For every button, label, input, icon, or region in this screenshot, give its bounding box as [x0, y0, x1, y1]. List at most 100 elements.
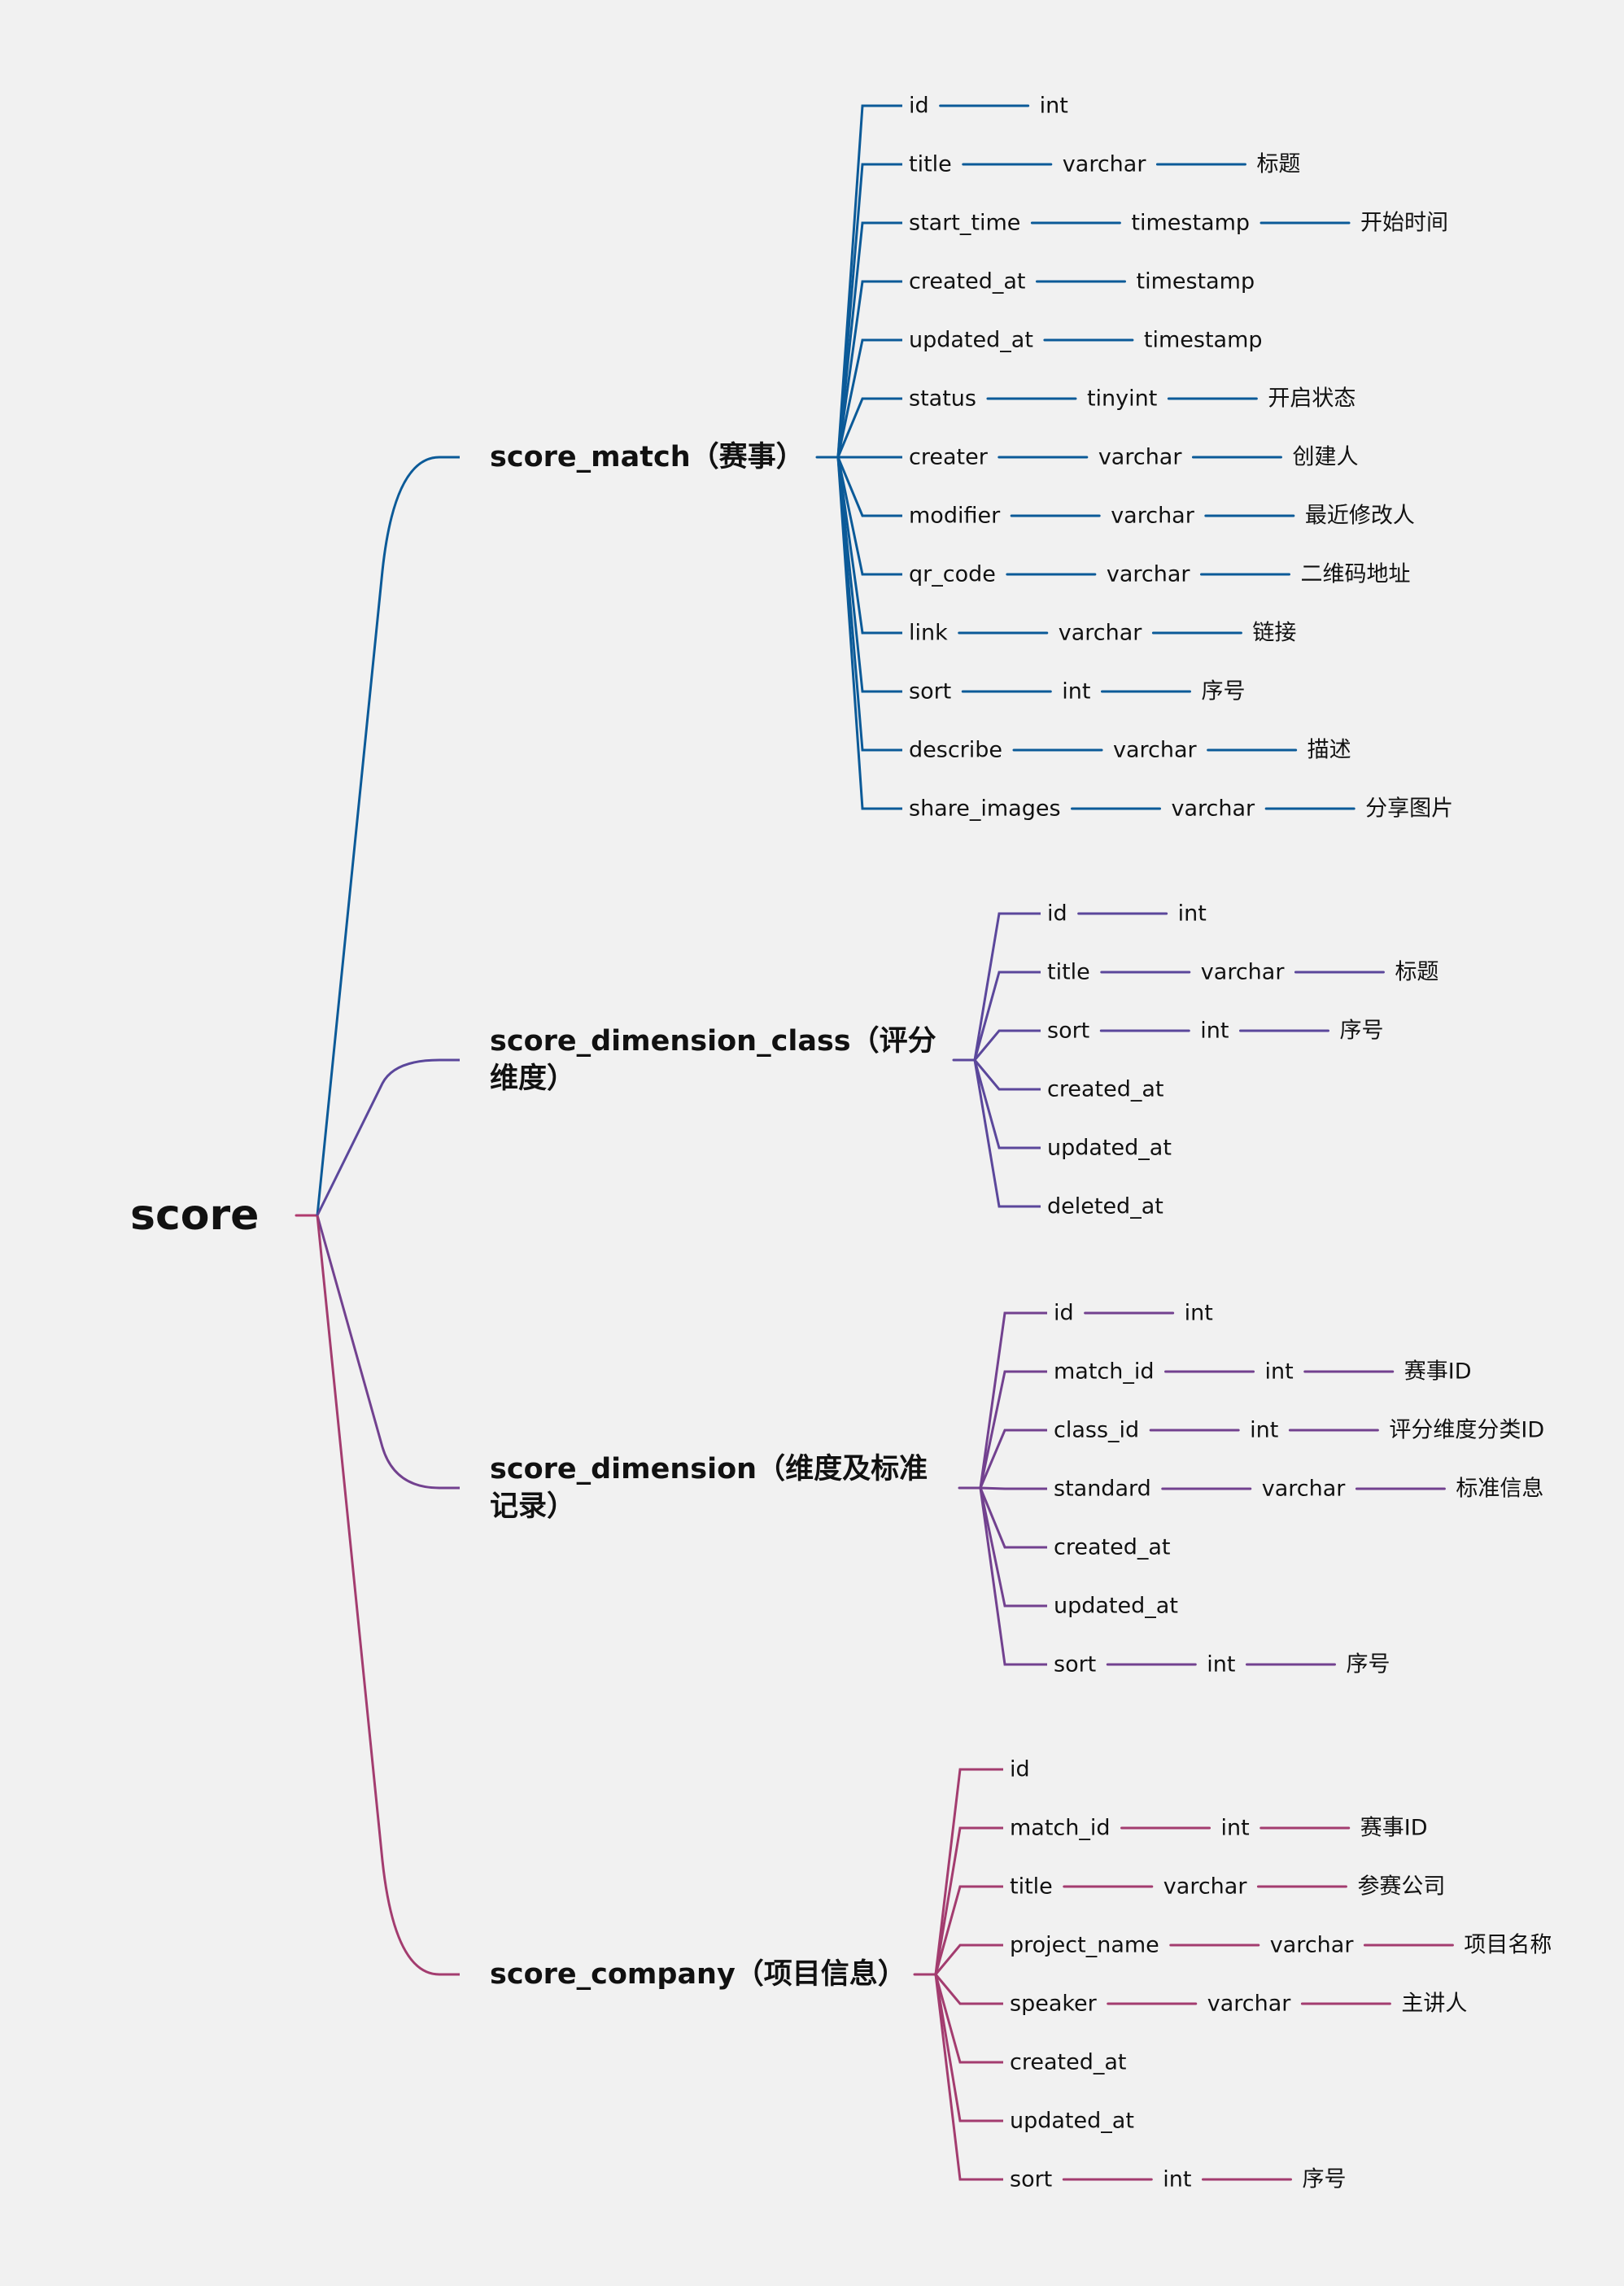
field-comment[interactable]: 主讲人 [1401, 1991, 1468, 2017]
table-node-1[interactable]: score_dimension_class（评分维度） [490, 1024, 936, 1095]
field-name[interactable]: id [1010, 1756, 1030, 1782]
field-comment[interactable]: 序号 [1346, 1651, 1390, 1677]
field-branch-line [979, 1311, 1047, 1489]
field-name[interactable]: updated_at [1010, 2108, 1134, 2134]
field-name[interactable]: created_at [909, 268, 1026, 294]
field-name[interactable]: created_at [1010, 2049, 1127, 2075]
field-name[interactable]: share_images [909, 796, 1061, 822]
field-comment[interactable]: 开启状态 [1268, 386, 1356, 412]
root-to-table-line [316, 456, 460, 1216]
field-type[interactable]: varchar [1207, 1991, 1291, 2017]
field-comment[interactable]: 序号 [1201, 678, 1246, 705]
field-comment[interactable]: 评分维度分类ID [1389, 1417, 1545, 1443]
field-comment[interactable]: 序号 [1302, 2166, 1347, 2192]
field-type[interactable]: timestamp [1131, 210, 1251, 236]
field-name[interactable]: project_name [1010, 1932, 1159, 1958]
field-comment[interactable]: 二维码地址 [1300, 561, 1411, 587]
field-name[interactable]: creater [909, 444, 988, 470]
field-comment[interactable]: 标题 [1256, 151, 1301, 177]
field-type[interactable]: varchar [1113, 737, 1197, 763]
field-name[interactable]: deleted_at [1047, 1193, 1163, 1219]
field-comment[interactable]: 赛事ID [1360, 1815, 1428, 1841]
field-name[interactable]: title [909, 151, 952, 177]
field-name[interactable]: id [909, 93, 929, 119]
field-type[interactable]: int [1039, 93, 1068, 119]
field-type[interactable]: varchar [1058, 620, 1142, 646]
field-type[interactable]: int [1220, 1815, 1250, 1841]
field-name[interactable]: modifier [909, 503, 1001, 529]
field-type[interactable]: int [1207, 1651, 1236, 1677]
field-branch-line [979, 1370, 1047, 1489]
field-branch-line [979, 1487, 1047, 1608]
field-type[interactable]: tinyint [1086, 386, 1158, 412]
field-name[interactable]: sort [1047, 1018, 1090, 1044]
field-branch-line [836, 456, 902, 693]
field-type[interactable]: varchar [1163, 1874, 1247, 1900]
field-name[interactable]: created_at [1047, 1076, 1164, 1102]
field-name[interactable]: title [1047, 959, 1090, 985]
field-type[interactable]: varchar [1098, 444, 1182, 470]
root-node[interactable]: score [130, 1191, 260, 1240]
field-name[interactable]: qr_code [909, 561, 996, 587]
field-name[interactable]: sort [1054, 1651, 1097, 1677]
field-comment[interactable]: 序号 [1339, 1018, 1384, 1044]
field-name[interactable]: id [1054, 1300, 1074, 1326]
field-name[interactable]: status [909, 386, 976, 412]
field-type[interactable]: varchar [1062, 151, 1146, 177]
field-type[interactable]: int [1062, 678, 1091, 705]
field-name[interactable]: sort [909, 678, 952, 705]
field-name[interactable]: describe [909, 737, 1003, 763]
field-name[interactable]: match_id [1054, 1359, 1155, 1385]
field-name[interactable]: class_id [1054, 1417, 1140, 1443]
field-type[interactable]: int [1163, 2166, 1192, 2192]
field-name[interactable]: match_id [1010, 1815, 1111, 1841]
field-name[interactable]: created_at [1054, 1534, 1171, 1560]
field-type[interactable]: varchar [1261, 1476, 1346, 1502]
field-name[interactable]: sort [1010, 2166, 1053, 2192]
field-type[interactable]: int [1200, 1018, 1229, 1044]
field-type[interactable]: varchar [1171, 796, 1255, 822]
root-to-table-line [316, 1058, 460, 1216]
field-type[interactable]: varchar [1111, 503, 1194, 529]
field-comment[interactable]: 标准信息 [1456, 1476, 1544, 1502]
field-name[interactable]: title [1010, 1874, 1053, 1900]
field-type[interactable]: timestamp [1143, 327, 1263, 353]
field-branch-line [934, 1885, 1003, 1975]
field-comment[interactable]: 描述 [1307, 737, 1351, 763]
table-node-3[interactable]: score_company（项目信息） [490, 1957, 906, 1991]
field-branch-line [980, 1486, 1047, 1490]
field-branch-line [836, 456, 902, 810]
field-comment[interactable]: 赛事ID [1404, 1359, 1472, 1385]
field-comment[interactable]: 链接 [1252, 620, 1297, 646]
field-branch-line [973, 1059, 1041, 1208]
field-type[interactable]: int [1177, 901, 1207, 927]
field-type[interactable]: int [1264, 1359, 1294, 1385]
field-type[interactable]: varchar [1269, 1932, 1354, 1958]
field-comment[interactable]: 标题 [1395, 959, 1439, 985]
field-name[interactable]: updated_at [1054, 1593, 1178, 1619]
field-type[interactable]: int [1184, 1300, 1213, 1326]
field-comment[interactable]: 分享图片 [1365, 796, 1454, 822]
field-comment[interactable]: 参赛公司 [1357, 1874, 1446, 1900]
field-comment[interactable]: 项目名称 [1464, 1932, 1552, 1958]
field-name[interactable]: standard [1054, 1476, 1151, 1502]
table-node-2[interactable]: score_dimension（维度及标准记录） [490, 1452, 928, 1523]
field-name[interactable]: updated_at [909, 327, 1033, 353]
field-comment[interactable]: 开始时间 [1360, 210, 1449, 236]
field-comment[interactable]: 最近修改人 [1304, 503, 1415, 529]
field-type[interactable]: timestamp [1136, 268, 1255, 294]
field-name[interactable]: id [1047, 901, 1067, 927]
field-branch-line [836, 221, 902, 458]
field-name[interactable]: speaker [1010, 1991, 1097, 2017]
field-type[interactable]: varchar [1106, 561, 1190, 587]
field-branch-line [979, 1487, 1047, 1549]
field-name[interactable]: start_time [909, 210, 1021, 236]
table-node-0[interactable]: score_match（赛事） [490, 440, 805, 473]
field-type[interactable]: int [1250, 1417, 1279, 1443]
field-type[interactable]: varchar [1200, 959, 1285, 985]
field-name[interactable]: link [909, 620, 948, 646]
field-name[interactable]: updated_at [1047, 1135, 1172, 1161]
field-branch-line [973, 1059, 1041, 1150]
field-comment[interactable]: 创建人 [1292, 444, 1359, 470]
